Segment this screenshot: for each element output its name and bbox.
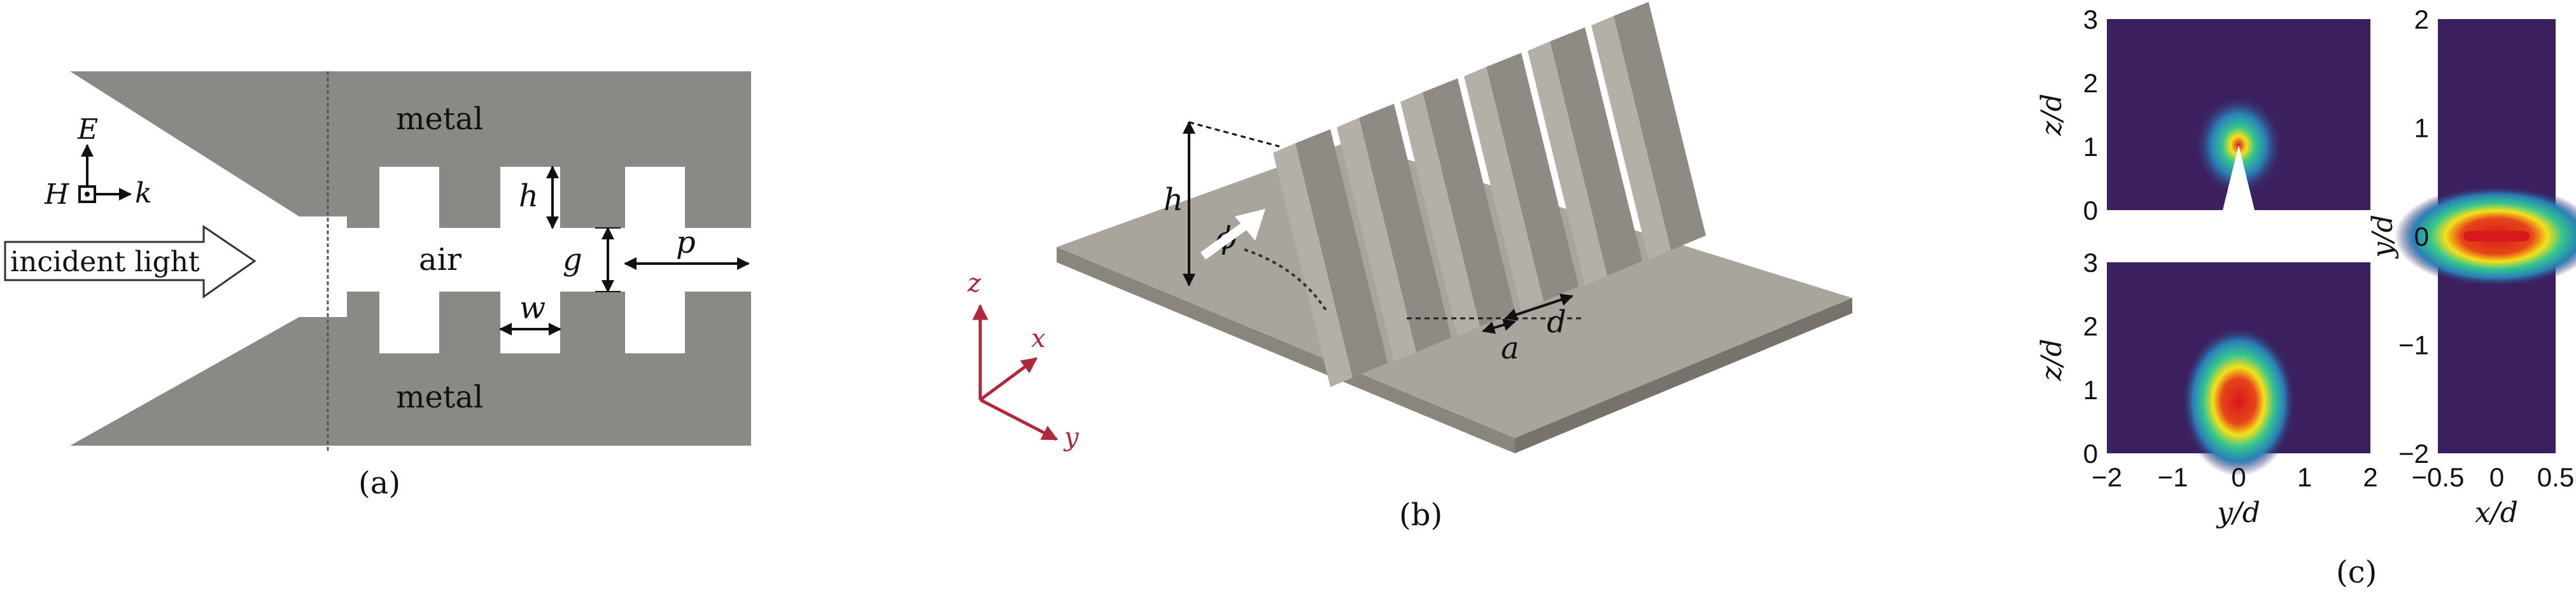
y-tick-label: 2 xyxy=(2414,4,2429,34)
x-tick-label: 1 xyxy=(2297,462,2312,492)
metal-bottom-label: metal xyxy=(396,379,483,415)
axis-x-label: x xyxy=(1031,324,1046,353)
x-tick-label: 2 xyxy=(2363,462,2377,492)
dim-g-label: g xyxy=(563,242,582,278)
x-tick-label: −0.5 xyxy=(2412,462,2465,492)
panel-a: incident light E H k metal metal air h g… xyxy=(4,71,751,501)
x-tick-label: −2 xyxy=(2092,462,2122,492)
panel-b: h ϕ a d z x y (b) xyxy=(967,2,1852,533)
rib-5 xyxy=(1528,27,1642,285)
x-tick-label: −1 xyxy=(2158,462,2188,492)
incident-wave-arrow xyxy=(1200,218,1254,260)
axis-label-yd-right: y/d xyxy=(2367,215,2399,259)
axis-label-yd-bottom: y/d xyxy=(2216,497,2260,529)
axis-label-zd-top: z/d xyxy=(2036,94,2068,136)
panel-c: 0 1 2 3 0 1 2 3 −2 −1 0 1 2 −2 −1 0 1 2 −0.5 0 0.5 z/d z/d y… xyxy=(2036,4,2576,590)
y-tick-label: −1 xyxy=(2398,330,2429,360)
field-E-label: E xyxy=(77,113,98,146)
panel-c-ticks: 0 1 2 3 0 1 2 3 −2 −1 0 1 2 −2 −1 0 1 2 −0.5 0 0.5 xyxy=(2083,4,2575,492)
air-label: air xyxy=(419,242,461,278)
plate-side-right xyxy=(1515,298,1852,453)
hotspot-right-core xyxy=(2463,231,2530,241)
dim-h-dashed xyxy=(1188,121,1280,148)
grating-ribs xyxy=(1273,2,1706,387)
phi-arc xyxy=(1244,248,1328,313)
incident-wave-arrowhead xyxy=(1235,209,1265,241)
y-tick-label: 1 xyxy=(2414,113,2429,143)
dim-h-label: h xyxy=(1164,182,1183,218)
y-tick-label: 2 xyxy=(2083,311,2098,341)
y-tick-label: 1 xyxy=(2083,132,2098,162)
y-tick-label: 0 xyxy=(2083,439,2098,469)
y-tick-label: 0 xyxy=(2083,195,2098,225)
x-tick-label: 0 xyxy=(2489,462,2504,492)
rib-4 xyxy=(1464,53,1579,311)
dim-d-label: d xyxy=(1547,304,1566,340)
y-tick-label: 0 xyxy=(2414,222,2429,251)
dim-w-label: w xyxy=(519,290,545,326)
y-tick-label: 3 xyxy=(2083,4,2098,34)
hotspot-bottom xyxy=(2181,326,2296,476)
incident-light-label: incident light xyxy=(10,246,200,278)
dim-a-line xyxy=(1482,318,1516,334)
dim-d-line xyxy=(1504,293,1573,321)
plate-side xyxy=(1057,247,1515,453)
rib-1 xyxy=(1273,129,1388,387)
axis-label-xd: x/d xyxy=(2475,497,2518,529)
field-orientation: E H k xyxy=(44,113,152,211)
incident-light-arrow xyxy=(4,225,257,299)
field-k-label: k xyxy=(135,177,152,209)
field-H-label: H xyxy=(44,178,70,211)
dim-h-label: h xyxy=(519,178,538,214)
axis-label-zd-bottom: z/d xyxy=(2036,339,2068,381)
panel-c-caption: (c) xyxy=(2336,555,2377,590)
axis-z-label: z xyxy=(967,269,982,298)
dim-p-label: p xyxy=(676,225,696,260)
rib-6 xyxy=(1591,2,1706,260)
x-tick-label: 0 xyxy=(2231,462,2246,492)
rib-2 xyxy=(1337,104,1451,362)
tip-silhouette xyxy=(2223,145,2255,210)
y-tick-label: 2 xyxy=(2083,68,2098,98)
coordinate-axes: z x y xyxy=(967,269,1080,452)
x-tick-label: 0.5 xyxy=(2537,462,2574,492)
y-tick-label: 1 xyxy=(2083,375,2098,405)
panel-b-caption: (b) xyxy=(1399,497,1442,533)
y-tick-label: 3 xyxy=(2083,248,2098,278)
axis-y-label: y xyxy=(1063,423,1080,452)
rib-3 xyxy=(1400,78,1515,336)
panel-a-caption: (a) xyxy=(358,465,400,501)
y-tick-label: −2 xyxy=(2398,439,2429,469)
metal-top-label: metal xyxy=(396,101,483,137)
dim-a-label: a xyxy=(1501,330,1519,366)
